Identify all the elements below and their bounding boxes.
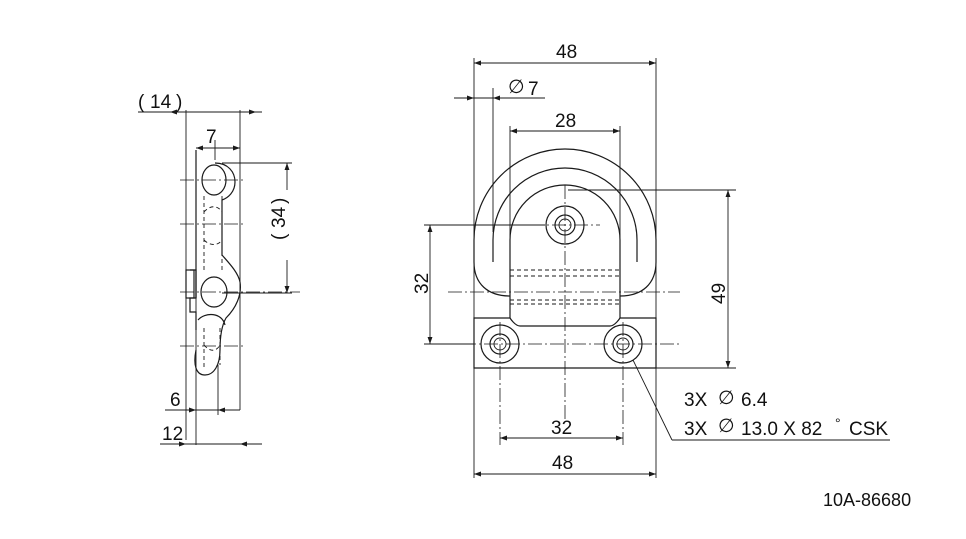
svg-text:28: 28 xyxy=(555,111,576,132)
svg-text:3X: 3X xyxy=(684,390,708,411)
dim-bottom-large: 12 xyxy=(160,424,262,447)
svg-text:12: 12 xyxy=(162,424,183,445)
svg-text:32: 32 xyxy=(551,418,572,439)
svg-text:(: ( xyxy=(138,92,145,113)
svg-text:°: ° xyxy=(835,415,841,431)
svg-text:3X: 3X xyxy=(684,419,708,440)
dim-left-height: 32 xyxy=(412,224,545,345)
dim-ring-inner: 28 xyxy=(509,111,621,240)
dim-right-height: 49 xyxy=(568,189,736,369)
part-number: 10A-86680 xyxy=(823,490,911,510)
svg-text:∅: ∅ xyxy=(508,77,525,98)
svg-text:48: 48 xyxy=(552,453,573,474)
svg-text:48: 48 xyxy=(556,42,577,63)
svg-text:CSK: CSK xyxy=(849,419,888,440)
dim-height-ref: ( 34 ) xyxy=(222,162,292,294)
svg-text:49: 49 xyxy=(709,283,730,304)
svg-text:6.4: 6.4 xyxy=(741,390,768,411)
csk-note: 3X ∅ 13.0 X 82 ° CSK xyxy=(684,415,888,440)
svg-text:): ) xyxy=(176,92,182,113)
svg-text:7: 7 xyxy=(206,127,217,148)
svg-text:13.0 X 82: 13.0 X 82 xyxy=(741,419,822,440)
dim-top-width: 48 xyxy=(474,42,656,66)
svg-text:): ) xyxy=(269,198,290,204)
hole-note: 3X ∅ 6.4 xyxy=(684,388,768,411)
dim-hole-dia: ∅ 7 xyxy=(454,77,545,232)
svg-text:7: 7 xyxy=(528,79,539,100)
dim-overall-ref: ( 14 ) xyxy=(138,92,262,115)
dim-hole-spacing: 32 xyxy=(500,418,623,441)
svg-text:6: 6 xyxy=(170,390,181,411)
svg-text:34: 34 xyxy=(269,206,290,228)
dim-width: 7 xyxy=(196,127,240,151)
hole-leader xyxy=(632,359,890,441)
dim-bottom-width: 48 xyxy=(474,453,656,477)
svg-text:32: 32 xyxy=(412,273,433,294)
dim-bottom-small: 6 xyxy=(165,365,240,415)
svg-text:(: ( xyxy=(269,233,290,240)
front-view: 48 ∅ 7 28 xyxy=(412,42,890,478)
side-body xyxy=(180,150,300,376)
svg-text:∅: ∅ xyxy=(718,388,735,409)
svg-text:∅: ∅ xyxy=(718,416,735,437)
side-view: ( 14 ) 7 ( 34 ) xyxy=(138,92,300,447)
svg-text:14: 14 xyxy=(150,92,172,113)
